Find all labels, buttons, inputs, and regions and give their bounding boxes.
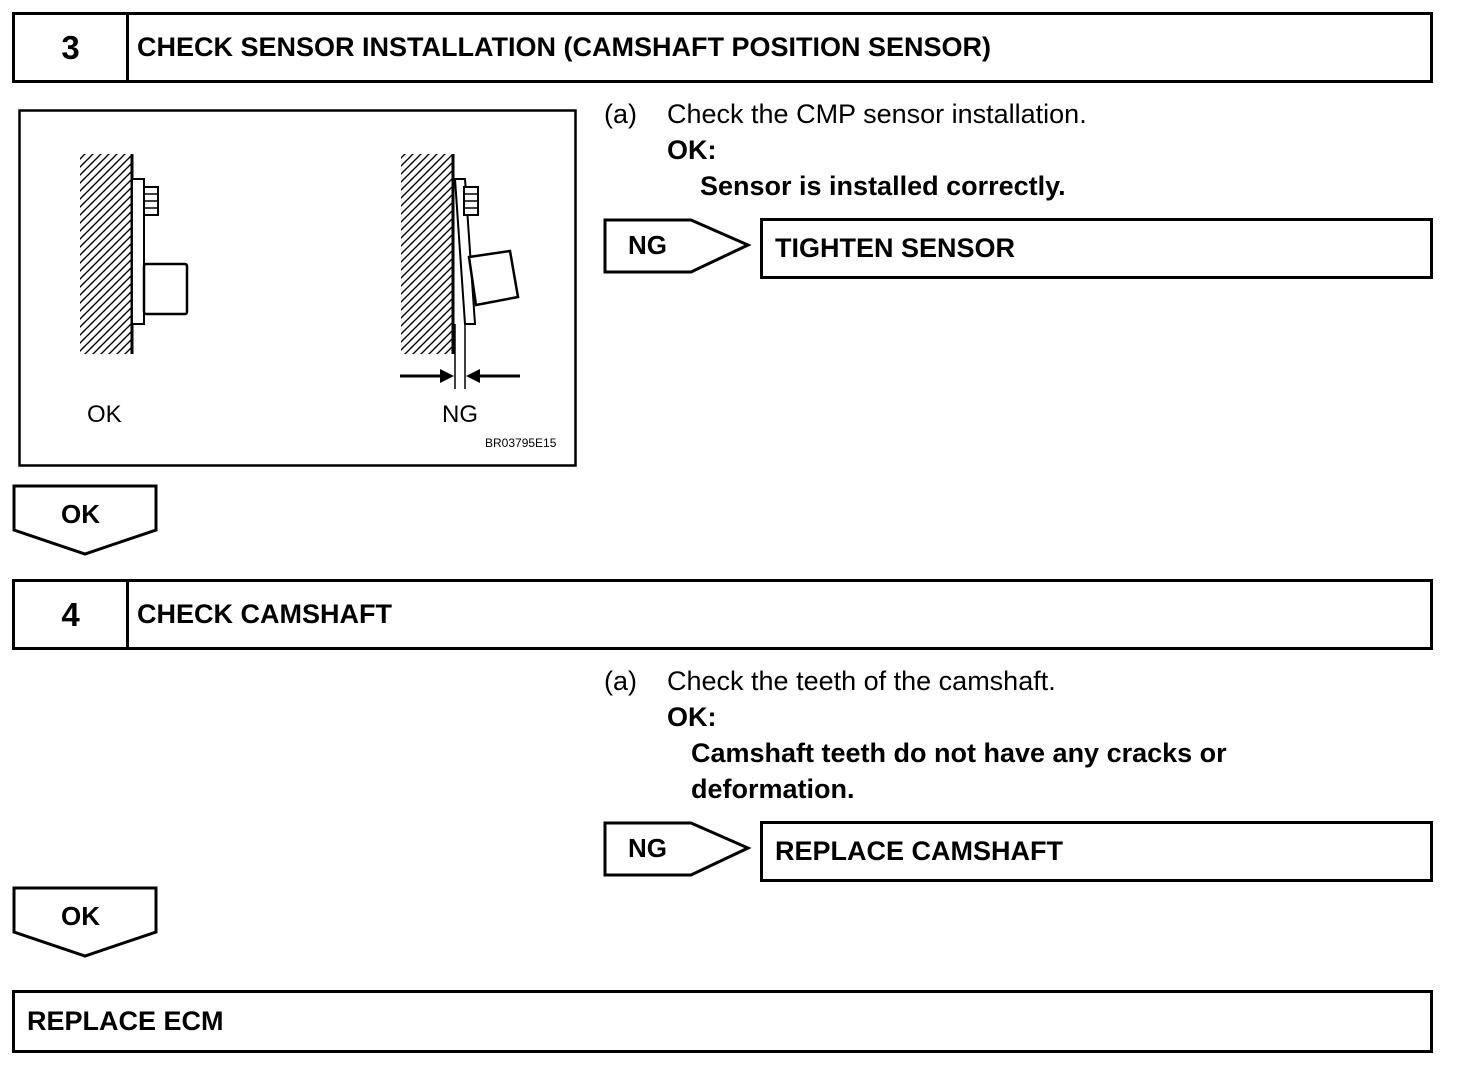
- ng-sensor-illustration: [400, 154, 520, 389]
- step-4-number: 4: [15, 582, 129, 647]
- final-action-box: REPLACE ECM: [12, 990, 1433, 1053]
- step-4-ok-spec-line2: deformation.: [691, 774, 855, 804]
- sensor-installation-figure: OK NG BR03795E15: [18, 109, 577, 467]
- step-4-ok-arrow-label: OK: [61, 901, 100, 931]
- step-4-ok-arrow: OK: [12, 886, 158, 958]
- step-3-header: 3 CHECK SENSOR INSTALLATION (CAMSHAFT PO…: [12, 12, 1433, 83]
- step-4-ok-label: OK:: [667, 702, 717, 732]
- step-4-ng-label: NG: [628, 833, 667, 863]
- step-4-ok-spec-line1: Camshaft teeth do not have any cracks or: [691, 738, 1227, 768]
- step-4-instruction-marker: (a): [604, 666, 637, 696]
- step-3-ok-label: OK:: [667, 135, 717, 165]
- step-3-ok-arrow: OK: [12, 484, 158, 556]
- step-4-header: 4 CHECK CAMSHAFT: [12, 579, 1433, 650]
- step-4-instruction: Check the teeth of the camshaft.: [667, 666, 1056, 696]
- step-3-ok-arrow-label: OK: [61, 499, 100, 529]
- figure-id: BR03795E15: [485, 436, 557, 450]
- ng-caption: NG: [442, 401, 478, 428]
- step-3-number: 3: [15, 15, 129, 80]
- step-3-ng-action: TIGHTEN SENSOR: [760, 218, 1433, 279]
- step-3-instruction-marker: (a): [604, 99, 637, 129]
- step-4-title: CHECK CAMSHAFT: [137, 599, 392, 629]
- step-3-title: CHECK SENSOR INSTALLATION (CAMSHAFT POSI…: [137, 32, 992, 62]
- step-3-ng-label: NG: [628, 230, 667, 260]
- step-4-ng-arrow: NG: [603, 821, 752, 877]
- step-4-ng-action: REPLACE CAMSHAFT: [760, 821, 1433, 882]
- step-3-ok-spec: Sensor is installed correctly.: [700, 171, 1066, 201]
- ok-caption: OK: [87, 401, 122, 428]
- step-3-ng-arrow: NG: [603, 218, 752, 274]
- sensor-installation-diagram: OK NG BR03795E15: [18, 109, 577, 467]
- ok-sensor-illustration: [80, 154, 189, 354]
- step-3-instruction: Check the CMP sensor installation.: [667, 99, 1087, 129]
